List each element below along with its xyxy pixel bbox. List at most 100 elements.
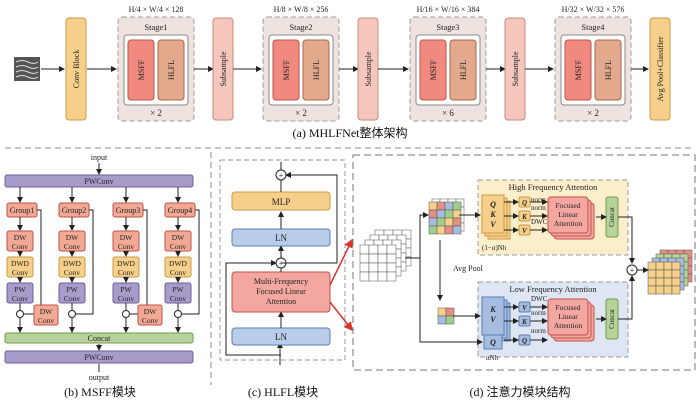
input-tensor-cell — [386, 271, 397, 282]
msff-shared-dwconv-label2-2: Conv — [142, 316, 159, 325]
input-tensor-cell — [368, 262, 379, 273]
low-heads-label: αNh — [486, 354, 499, 362]
msff-add-1 — [16, 310, 24, 318]
input-tensor-cell — [377, 244, 388, 255]
low-k-letter: K — [489, 305, 496, 314]
input-tensor-cell — [386, 244, 397, 255]
msff-group-label-4: Group4 — [168, 206, 192, 215]
low-q-box-letter: Q — [522, 337, 527, 345]
high-fla-line1: Focused — [556, 201, 581, 210]
high-tensor-cell — [452, 209, 462, 219]
msff-dwdconv-label2-3: Conv — [118, 268, 135, 277]
low-tensor-cell — [437, 307, 447, 317]
input-tensor-cell — [386, 262, 397, 273]
stage-title-4: Stage4 — [581, 22, 605, 32]
stage-msff-3 — [419, 39, 447, 101]
input-tensor-cell — [359, 253, 370, 264]
msff-concat-label: Concat — [88, 334, 111, 343]
output-tensor-cell — [647, 261, 657, 271]
msff-dwconv-label-1: DW — [14, 233, 27, 242]
high-q-box-letter: Q — [522, 199, 527, 207]
low-q-letter: Q — [490, 338, 496, 347]
input-tensor-cell — [386, 253, 397, 264]
avg-pool-label: Avg Pool — [453, 264, 484, 273]
subsample-label-2: Subsample — [364, 51, 373, 87]
msff-pwconv-label-1: PW — [14, 285, 26, 294]
msff-shared-dwconv-label-2: DW — [144, 307, 157, 316]
hlfl-ln-top-label: LN — [275, 233, 287, 243]
stage-hlfl-label-1: HLFL — [167, 60, 176, 80]
msff-dwdconv-label-2: DWD — [63, 259, 81, 268]
output-tensor-cell — [663, 269, 673, 279]
input-tensor-cell — [368, 244, 379, 255]
stage-hlfl-label-3: HLFL — [459, 60, 468, 80]
stage-repeat-4: × 2 — [587, 108, 599, 118]
high-tensor-cell — [444, 217, 454, 227]
concat-op-glyph: + — [630, 266, 635, 275]
msff-pwconv-label-4: PW — [172, 285, 184, 294]
stage-repeat-3: × 6 — [442, 108, 454, 118]
msff-pwconv-label-3: PW — [120, 285, 132, 294]
msff-group-label-3: Group3 — [116, 206, 140, 215]
low-v-op: DWC — [531, 295, 548, 303]
low-fla-block — [547, 298, 589, 336]
caption-c: (c) HLFL模块 — [248, 385, 318, 399]
hlfl-mlp-label: MLP — [272, 197, 291, 207]
low-v-box-letter: V — [522, 304, 528, 312]
low-v-letter: V — [490, 315, 496, 324]
low-k-box-letter: K — [521, 318, 528, 326]
msff-pwconv-label-2: PW — [66, 285, 78, 294]
high-frequency-title: High Frequency Attention — [509, 182, 599, 192]
msff-shared-dwconv-1 — [33, 304, 59, 326]
output-tensor-cell — [647, 285, 657, 295]
high-fla-block — [547, 196, 589, 234]
high-tensor-cell — [452, 225, 462, 235]
stage-msff-label-4: MSFF — [574, 59, 583, 80]
avg-pool-classifier-block — [649, 17, 671, 121]
output-tensor-cell — [671, 285, 681, 295]
high-tensor-cell — [436, 225, 446, 235]
high-q-norm: norm — [531, 196, 546, 204]
output-tensor-cell — [655, 277, 665, 287]
input-image-thumbnail — [14, 57, 40, 81]
stage-msff-label-3: MSFF — [429, 59, 438, 80]
stage-dims-4: H/32 × W/32 × 576 — [562, 5, 625, 14]
high-v-op: DWC — [531, 218, 548, 226]
msff-pwconv-label2-2: Conv — [64, 294, 81, 303]
high-tensor-cell — [452, 201, 462, 211]
input-tensor-cell — [368, 271, 379, 282]
input-tensor-cell — [377, 262, 388, 273]
output-tensor-cell — [647, 277, 657, 287]
conv-block — [65, 17, 87, 121]
output-tensor-cell — [663, 277, 673, 287]
hlfl-attention-line2: Focused Linear — [256, 287, 306, 296]
low-q-norm: norm — [531, 327, 546, 335]
caption-d: (d) 注意力模块结构 — [470, 384, 571, 399]
high-tensor-cell — [428, 225, 438, 235]
high-tensor-cell — [444, 225, 454, 235]
high-fla-line2: Linear — [558, 210, 578, 219]
high-tensor-cell — [428, 201, 438, 211]
caption-b: (b) MSFF模块 — [64, 385, 136, 399]
output-tensor-cell — [671, 261, 681, 271]
msff-pwconv-top-label: PWConv — [84, 177, 113, 186]
stage-msff-label-2: MSFF — [282, 59, 291, 80]
msff-add-3 — [122, 310, 130, 318]
output-tensor-cell — [671, 269, 681, 279]
low-fla-line1: Focused — [556, 303, 581, 312]
low-frequency-tensor — [437, 307, 455, 325]
msff-input-label: input — [91, 153, 108, 162]
msff-pwconv-bottom — [4, 350, 194, 364]
low-fla-line3: Attention — [554, 321, 583, 330]
msff-dwconv-label-2: DW — [66, 233, 79, 242]
high-heads-label: (1−α)Nh — [482, 244, 507, 252]
msff-shared-dwconv-2 — [137, 304, 163, 326]
stage-title-3: Stage3 — [436, 22, 459, 32]
stage-title-1: Stage1 — [144, 22, 167, 32]
msff-output-label: output — [89, 373, 110, 382]
high-tensor-cell — [436, 201, 446, 211]
high-v-box-letter: V — [522, 227, 528, 235]
msff-dwconv-label-4: DW — [172, 233, 185, 242]
output-tensor-cell — [663, 261, 673, 271]
